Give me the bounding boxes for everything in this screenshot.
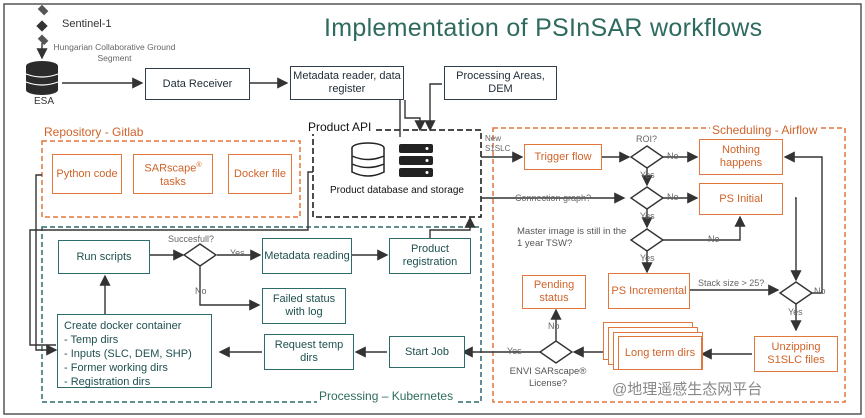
- ps-incremental-box: PS Incremental: [608, 273, 690, 309]
- metadata-reader-box: Metadata reader, data register: [290, 66, 404, 100]
- stack-no: No: [814, 286, 826, 296]
- processing-title: Processing – Kubernetes: [317, 389, 456, 403]
- master-yes: Yes: [640, 253, 655, 263]
- docker-item: - Inputs (SLC, DEM, SHP): [64, 348, 192, 360]
- connection-graph-diamond: [629, 186, 665, 210]
- data-receiver-box: Data Receiver: [145, 68, 250, 100]
- esa-database-icon: [25, 61, 59, 95]
- product-storage-label: Product database and storage: [330, 185, 464, 196]
- docker-title: Create docker container: [64, 320, 182, 332]
- trigger-flow-box: Trigger flow: [524, 144, 602, 170]
- stack-size-diamond: [778, 281, 814, 305]
- page-title: Implementation of PSInSAR workflows: [324, 14, 763, 42]
- processing-container: [41, 226, 482, 403]
- product-api-container: [312, 129, 482, 218]
- watermark: @地理遥感生态网平台: [612, 381, 763, 398]
- successful-no: No: [195, 286, 207, 296]
- roi-no: No: [667, 151, 679, 161]
- ps-initial-box: PS Initial: [699, 183, 783, 215]
- nothing-happens-box: Nothing happens: [699, 139, 783, 175]
- processing-areas-box: Processing Areas, DEM: [444, 66, 557, 100]
- docker-item: - Temp dirs: [64, 334, 119, 346]
- connection-yes: Yes: [640, 211, 655, 221]
- connection-graph-label: Connection graph?: [515, 193, 592, 203]
- sarscape-registered: ®: [196, 162, 202, 170]
- product-database-icon: [351, 142, 385, 177]
- stack-yes: Yes: [788, 307, 803, 317]
- sentinel-label: Sentinel-1: [62, 18, 112, 30]
- docker-item: - Registration dirs: [64, 376, 151, 388]
- successful-yes: Yes: [230, 248, 245, 258]
- stack-size-question: Stack size > 25?: [698, 278, 765, 288]
- run-scripts-box: Run scripts: [58, 240, 150, 274]
- roi-diamond: [629, 145, 665, 169]
- unzipping-box: Unzipping S1SLC files: [754, 336, 838, 372]
- satellite-icon: [36, 4, 49, 46]
- sarscape-tasks-box: SARscape® tasks: [133, 154, 213, 194]
- successful-question: Succesfull?: [168, 234, 215, 244]
- license-diamond: [538, 340, 574, 364]
- license-no: No: [548, 321, 560, 331]
- pending-status-box: Pending status: [522, 275, 586, 309]
- scheduling-container: [492, 127, 846, 403]
- repository-container: [41, 140, 301, 218]
- successful-diamond: [182, 243, 218, 267]
- roi-question: ROI?: [636, 134, 658, 144]
- create-docker-container-box: Create docker container - Temp dirs - In…: [57, 314, 212, 388]
- master-image-diamond: [629, 228, 665, 252]
- roi-yes: Yes: [640, 170, 655, 180]
- sarscape-tasks-label: tasks: [160, 175, 186, 188]
- product-registration-box: Product registration: [389, 238, 471, 274]
- long-term-dirs-box: Long term dirs: [618, 336, 702, 370]
- docker-file-box: Docker file: [228, 154, 292, 194]
- connection-no: No: [667, 192, 679, 202]
- scheduling-title: Scheduling - Airflow: [710, 123, 820, 137]
- failed-status-box: Failed status with log: [262, 288, 346, 324]
- ground-segment-label: Hungarian Collaborative Ground Segment: [53, 42, 176, 63]
- new-s1slc-label: New S1SLC: [485, 134, 511, 153]
- docker-item: - Former working dirs: [64, 362, 168, 374]
- python-code-box: Python code: [52, 154, 122, 194]
- start-job-box: Start Job: [389, 336, 465, 368]
- sarscape-label: SARscape: [144, 162, 197, 175]
- license-yes: Yes: [507, 346, 522, 356]
- master-image-question: Master image is still in the 1 year TSW?: [517, 226, 627, 249]
- esa-label: ESA: [34, 96, 55, 107]
- product-api-title: Product API: [306, 120, 374, 134]
- outer-frame: [3, 3, 862, 415]
- metadata-reading-box: Metadata reading: [262, 238, 352, 274]
- request-temp-dirs-box: Request temp dirs: [264, 334, 354, 370]
- master-no: No: [708, 234, 720, 244]
- repository-title: Repository - Gitlab: [44, 125, 144, 139]
- server-icon: [399, 144, 433, 177]
- license-question: ENVI SARscape® License?: [509, 366, 587, 389]
